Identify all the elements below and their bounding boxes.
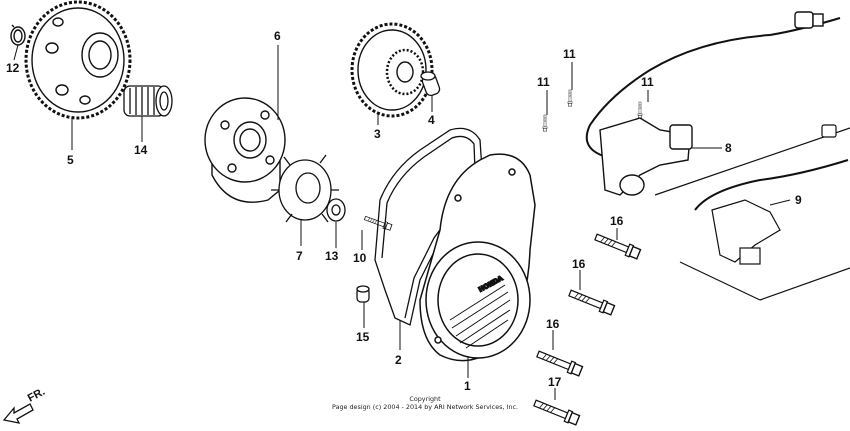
label-5: 5 [67,153,74,167]
label-16-middle: 16 [572,257,586,271]
label-11-top: 11 [563,47,576,61]
label-13: 13 [325,249,339,263]
bolt-17 [532,396,581,427]
copyright-line-1: Copyright [409,395,441,403]
leader-lines [13,44,791,400]
circlip-12 [10,24,26,46]
label-1: 1 [464,379,471,393]
dowel-pin-15 [356,285,370,303]
label-2: 2 [395,353,402,367]
pickup-sensor-8 [585,11,841,196]
label-4: 4 [428,113,435,127]
label-9: 9 [795,193,802,207]
starter-clutch-6 [204,97,286,203]
label-14: 14 [134,143,148,157]
label-12: 12 [6,61,20,75]
bolt-16-lower [535,347,584,378]
copyright-line-2: Page design (c) 2004 - 2014 by ARI Netwo… [332,403,518,411]
label-7: 7 [296,249,303,263]
label-6: 6 [274,29,281,43]
label-15: 15 [356,330,370,344]
label-16-lower: 16 [546,317,560,331]
bolt-11-a [567,89,573,107]
label-16-upper: 16 [610,214,624,228]
label-11-left: 11 [537,75,550,89]
reduction-gear-3 [350,22,434,118]
needle-bearing-14 [123,85,173,117]
shaft-4 [420,71,441,97]
bolt-11-b [542,114,548,132]
label-17: 17 [548,375,562,389]
crankcase-cover-1: HONDA [419,153,536,362]
arrow-icon [2,403,34,424]
front-label: FR. [26,386,47,405]
front-direction-arrow: FR. [2,386,47,424]
label-10: 10 [353,251,367,265]
bolt-16-middle [567,286,616,317]
label-11-right: 11 [641,75,654,89]
label-3: 3 [374,127,381,141]
one-way-clutch-7 [271,154,339,223]
starter-driven-gear-5 [24,0,132,120]
label-8: 8 [725,141,732,155]
copyright-notice: Copyright Page design (c) 2004 - 2014 by… [332,395,518,411]
bolt-11-c [637,101,643,119]
variant-box-9 [654,124,850,301]
washer-13 [326,198,346,222]
part-labels: 12 5 14 6 7 13 10 15 3 4 2 1 11 11 11 8 … [6,29,802,393]
